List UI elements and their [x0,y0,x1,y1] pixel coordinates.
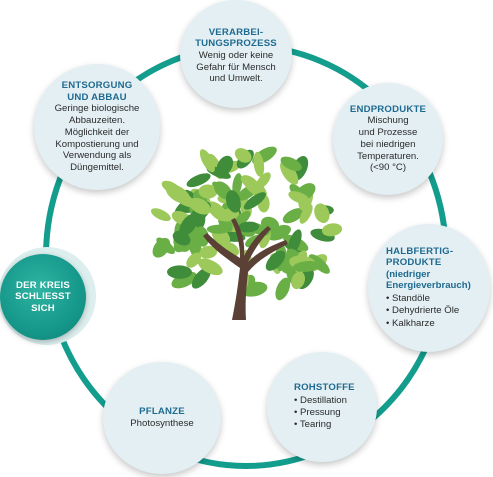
halbfertig-subtitle-1: (niedriger [386,268,431,280]
leaf [243,192,266,210]
leaf [186,252,202,268]
endprodukte-body-5: (<90 °C) [369,162,407,174]
leaf [199,245,218,259]
leaf [156,237,175,255]
verarbeitung-title-1: VERARBEI- [208,26,264,38]
rohstoffe-title: ROHSTOFFE [294,382,355,394]
tree-canopy [150,146,343,301]
node-halbfertigprodukte: HALBFERTIG- PRODUKTE (niedriger Energiev… [368,224,490,352]
leaf [288,191,310,205]
leaf [282,208,304,224]
leaf [240,175,259,189]
pflanze-body: Photosynthese [130,417,194,429]
endprodukte-body-2: und Prozesse [358,127,418,139]
leaf [232,173,243,196]
node-kreis-schliesst-sich: DER KREIS SCHLIESST SICH [0,254,86,340]
kreis-title-2: SCHLIESST [15,291,71,303]
tree-illustration [150,146,343,320]
entsorgung-body-5: Verwendung als [62,150,132,162]
leaf [292,261,321,272]
leaf [179,213,198,237]
leaf [186,173,211,188]
entsorgung-title-2: UND ABBAU [67,91,127,103]
endprodukte-body-1: Mischung [367,115,409,127]
entsorgung-body-1: Geringe biologische [54,103,140,115]
endprodukte-title: ENDPRODUKTE [349,103,427,115]
leaf [314,203,330,224]
node-verarbeitungsprozess: VERARBEI- TUNGSPROZESS Wenig oder keine … [180,0,292,108]
list-item: Standöle [386,293,490,305]
entsorgung-body-2: Abbauzeiten. [68,115,125,127]
node-entsorgung-und-abbau: ENTSORGUNG UND ABBAU Geringe biologische… [34,64,160,190]
leaf [198,184,218,199]
list-item: Pressung [294,407,377,419]
verarbeitung-body-1: Wenig oder keine [198,49,274,61]
halbfertig-list: Standöle Dehydrierte Öle Kalkharze [386,293,490,330]
leaf [206,224,230,234]
list-item: Tearing [294,419,377,431]
list-item: Destillation [294,395,377,407]
pflanze-title: PFLANZE [139,406,185,418]
verarbeitung-title-2: TUNGSPROZESS [195,38,277,50]
entsorgung-body-3: Möglichkeit der [64,126,130,138]
leaf [234,148,252,163]
entsorgung-body-6: Düngemittel. [70,161,124,173]
endprodukte-body-4: Temperaturen. [357,150,419,162]
leaf [150,208,171,222]
verarbeitung-body-3: und Umwelt. [209,73,263,85]
leaf [260,216,280,232]
leaf [225,190,241,213]
leaf [207,201,228,222]
leaf [197,258,223,276]
leaf [199,149,215,173]
leaf [171,189,195,208]
entsorgung-title-1: ENTSORGUNG [61,80,133,92]
leaf [291,271,306,290]
list-item: Kalkharze [386,318,490,330]
rohstoffe-list: Destillation Pressung Tearing [294,395,377,432]
tree-trunk [203,218,288,320]
leaf [167,265,192,279]
leaf [191,267,211,289]
leaf [195,226,209,247]
halbfertig-title-1: HALBFERTIG- [386,245,454,257]
kreis-title-1: DER KREIS [15,279,71,291]
leaf [265,250,286,271]
node-pflanze: PFLANZE Photosynthese [103,362,221,474]
entsorgung-body-4: Kompostierung und [55,138,139,150]
leaf [280,156,302,171]
leaf [233,210,251,228]
node-endprodukte: ENDPRODUKTE Mischung und Prozesse bei ni… [333,83,443,195]
leaf [280,161,299,185]
halbfertig-subtitle-2: Energieverbrauch) [386,280,471,292]
list-item: Dehydrierte Öle [386,305,490,317]
endprodukte-body-3: bei niedrigen [360,138,416,150]
node-rohstoffe: ROHSTOFFE Destillation Pressung Tearing [267,352,377,462]
leaf [253,151,265,177]
leaf [275,277,291,301]
leaf [299,204,313,224]
verarbeitung-body-2: Gefahr für Mensch [196,61,276,73]
leaf [189,197,211,215]
leaf [321,223,343,237]
halbfertig-title-2: PRODUKTE [386,257,442,269]
kreis-title-3: SICH [31,302,55,314]
leaf [238,221,260,233]
